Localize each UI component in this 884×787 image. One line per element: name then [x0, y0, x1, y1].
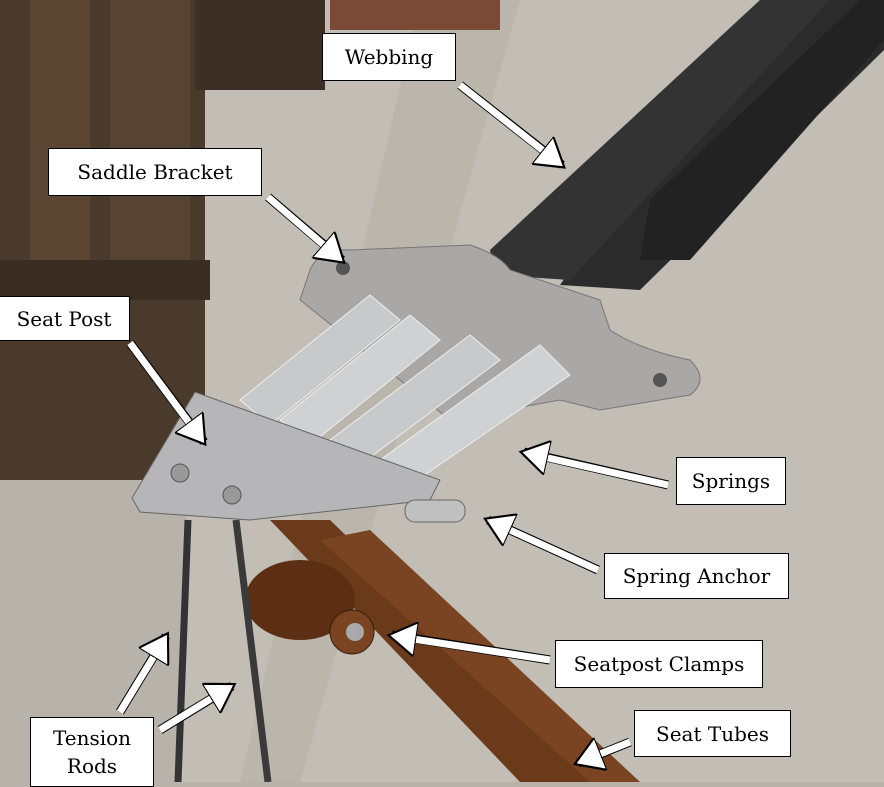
- label-spring-anchor: Spring Anchor: [604, 553, 789, 599]
- spring-anchor-pin: [404, 499, 466, 523]
- label-tension-rods-line2: Rods: [66, 754, 118, 778]
- label-tension-rods-line1: Tension: [52, 726, 132, 750]
- tension-rod-right: [232, 519, 272, 782]
- springs: [239, 294, 571, 486]
- seat-post-plate: [131, 391, 441, 521]
- label-seat-tubes: Seat Tubes: [634, 710, 791, 757]
- label-saddle-bracket: Saddle Bracket: [48, 148, 262, 196]
- label-seatpost-clamps: Seatpost Clamps: [555, 640, 763, 688]
- webbing-strap: [490, 0, 884, 290]
- saddle-bracket-plate: [299, 244, 701, 421]
- label-springs: Springs: [676, 457, 786, 505]
- label-webbing: Webbing: [322, 33, 456, 81]
- label-seat-post: Seat Post: [0, 296, 130, 341]
- tension-rod-left: [174, 519, 192, 782]
- label-tension-rods: Tension Rods: [30, 717, 154, 787]
